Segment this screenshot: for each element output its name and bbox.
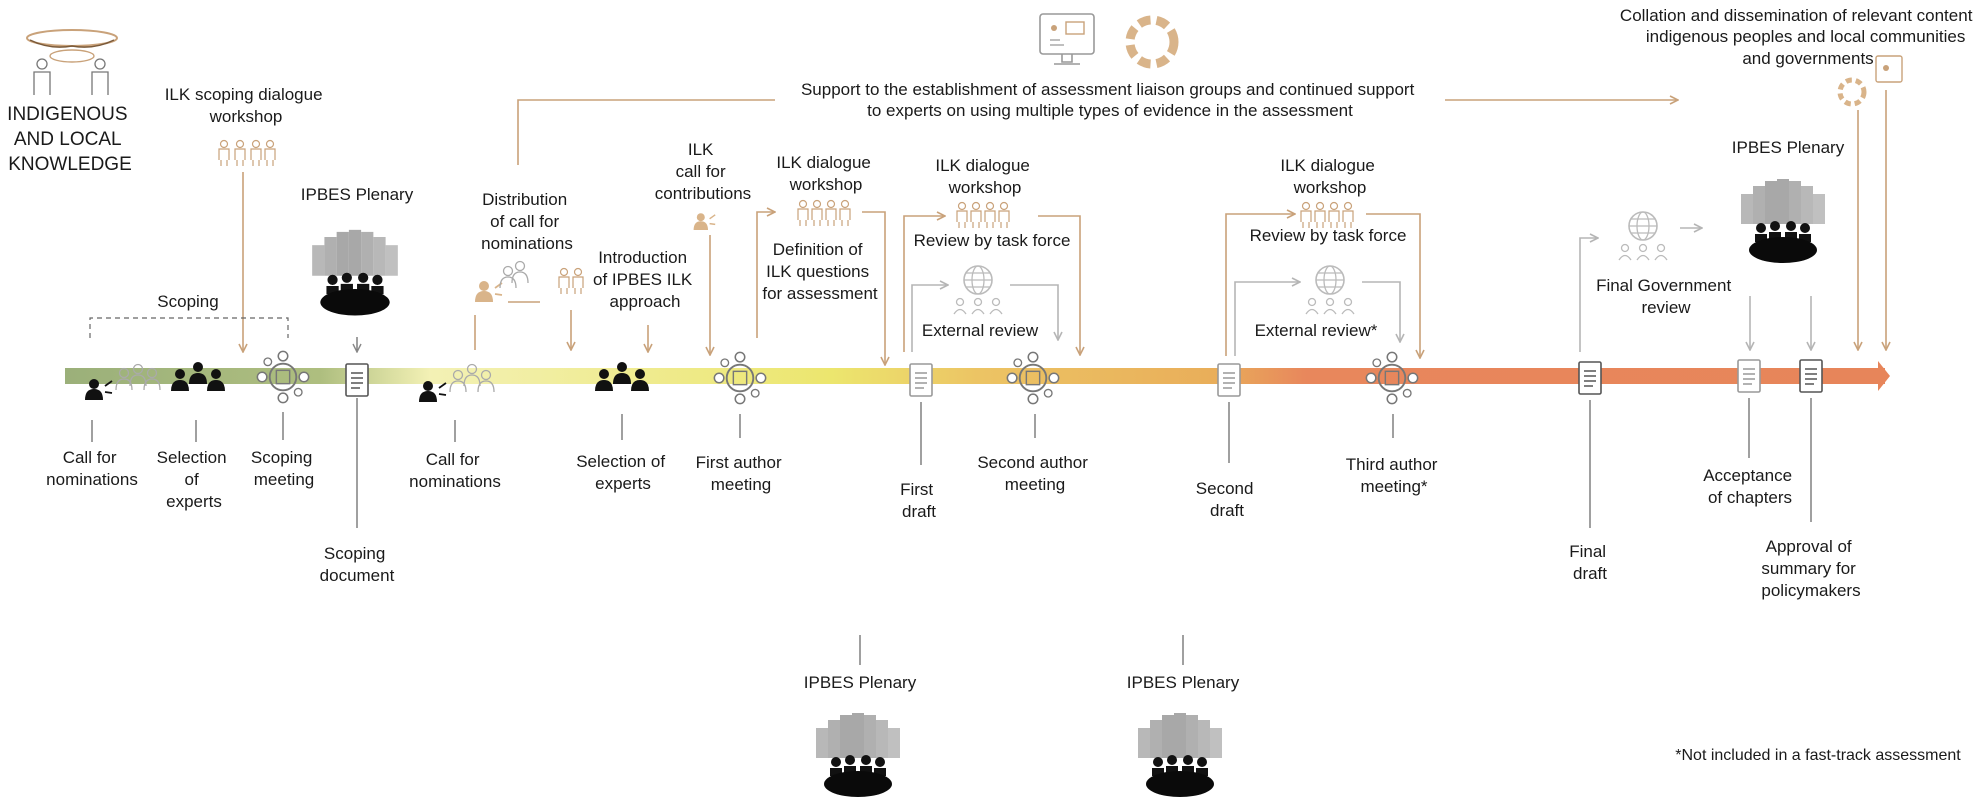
- monitor-icon: [1039, 13, 1095, 65]
- third-author-label: Third author meeting*: [1346, 455, 1442, 496]
- plenary-a-label: IPBES Plenary: [804, 673, 917, 692]
- first-author-label: First author meeting: [696, 453, 787, 494]
- globe-network-icon-2: [1305, 265, 1355, 315]
- first-draft-label: First draft: [900, 480, 938, 521]
- plenary-hall-icon-b: [1138, 713, 1222, 797]
- scoping-bracket: [89, 317, 289, 338]
- dialogue-2-label: ILK dialogue workshop: [935, 156, 1034, 197]
- support-connector: [517, 100, 1678, 165]
- external-2-out-arrow: [1362, 281, 1400, 342]
- external-1-out-arrow: [1010, 284, 1058, 340]
- distribution-label: Distribution of call for nominations: [481, 190, 573, 253]
- ilk-call-speaker-icon: [692, 212, 716, 231]
- globe-network-icon-3: [1618, 211, 1668, 261]
- brand-title: INDIGENOUS AND LOCAL KNOWLEDGE: [7, 104, 133, 175]
- dialogue-2-in-arrow: [903, 216, 945, 352]
- plenary-hall-icon: [312, 229, 398, 316]
- distribution-speaker-icon: [474, 280, 503, 303]
- acceptance-label: Acceptance of chapters: [1703, 466, 1797, 507]
- first-draft-document-icon: [909, 363, 933, 397]
- footnote: *Not included in a fast-track assessment: [1675, 747, 1961, 764]
- final-draft-document-icon: [1578, 361, 1602, 395]
- collation-text: Collation and dissemination of relevant …: [1620, 6, 1973, 68]
- final-review-in-arrow: [1579, 238, 1598, 352]
- ilk-scoping-label: ILK scoping dialogue workshop: [165, 85, 328, 126]
- support-text: Support to the establishment of assessme…: [801, 80, 1419, 120]
- dialogue-2-people-icon: [956, 201, 1010, 229]
- timeline: [65, 361, 1890, 391]
- plenary-hall-icon-2: [1741, 179, 1825, 263]
- acceptance-document-icon: [1737, 359, 1761, 393]
- scoping-label: Scoping: [157, 292, 218, 311]
- dialogue-1-people-icon: [797, 199, 851, 227]
- lower-connectors-nomination: [454, 414, 623, 442]
- review-tf-2-label: Review by task force: [1250, 226, 1407, 245]
- dialogue-1-in-arrow: [756, 212, 775, 338]
- scoping-document-label: Scoping document: [320, 544, 395, 585]
- call-2-label: Call for nominations: [409, 450, 501, 491]
- second-draft-document-icon: [1217, 363, 1241, 397]
- scoping-meeting-label: Scoping meeting: [251, 448, 317, 489]
- plenary-hall-icon-a: [816, 713, 900, 797]
- final-draft-label: Final draft: [1569, 542, 1611, 583]
- introduction-label: Introduction of IPBES ILK approach: [593, 248, 697, 311]
- document-icon: [345, 363, 369, 397]
- dialogue-3-out-arrow: [1366, 213, 1420, 358]
- experts-icon: [171, 362, 225, 391]
- plenary-2-label: IPBES Plenary: [1732, 138, 1845, 157]
- lower-connectors-scoping: [91, 398, 358, 528]
- dialogue-3-people-icon: [1300, 201, 1354, 229]
- external-review-1-label: External review: [922, 321, 1039, 340]
- selection-1-label: Selection of experts: [157, 448, 232, 511]
- approval-document-icon: [1799, 359, 1823, 393]
- dialogue-1-label: ILK dialogue workshop: [776, 153, 875, 194]
- ilk-call-label: ILK call for contributions: [655, 140, 751, 203]
- ilk-emblem-icon: [26, 29, 118, 95]
- plenary-1-label: IPBES Plenary: [301, 185, 414, 204]
- dialogue-2-out-arrow: [1038, 215, 1080, 355]
- call-1-label: Call for nominations: [46, 448, 138, 489]
- external-2-in-arrow: [1234, 282, 1300, 356]
- distribution-people-icon: [499, 260, 584, 295]
- second-author-label: Second author meeting: [977, 453, 1092, 494]
- collaboration-ring-icon: [1125, 15, 1179, 69]
- dialogue-3-label: ILK dialogue workshop: [1280, 156, 1379, 197]
- lower-connectors-first: [739, 402, 922, 465]
- dialogue-1-out-arrow: [862, 211, 885, 365]
- lower-connectors-final: [1748, 398, 1812, 522]
- globe-network-icon: [953, 265, 1003, 315]
- presentation-icon: [1875, 55, 1903, 83]
- second-draft-label: Second draft: [1196, 479, 1258, 520]
- experts-icon-2: [595, 362, 649, 391]
- external-review-2-label: External review*: [1255, 321, 1378, 340]
- final-gov-review-label: Final Government review: [1596, 276, 1736, 317]
- approval-label: Approval of summary for policymakers: [1761, 537, 1860, 600]
- review-tf-1-label: Review by task force: [914, 231, 1071, 250]
- selection-2-label: Selection of experts: [576, 452, 670, 493]
- speaker-icon-2: [418, 380, 447, 403]
- definition-label: Definition of ILK questions for assessme…: [762, 240, 878, 303]
- plenary-b-label: IPBES Plenary: [1127, 673, 1240, 692]
- external-1-in-arrow: [911, 285, 948, 352]
- ilk-scoping-people-icon: [218, 139, 276, 167]
- dialogue-3-in-arrow: [1225, 214, 1295, 356]
- collaboration-ring-small-icon: [1837, 77, 1867, 107]
